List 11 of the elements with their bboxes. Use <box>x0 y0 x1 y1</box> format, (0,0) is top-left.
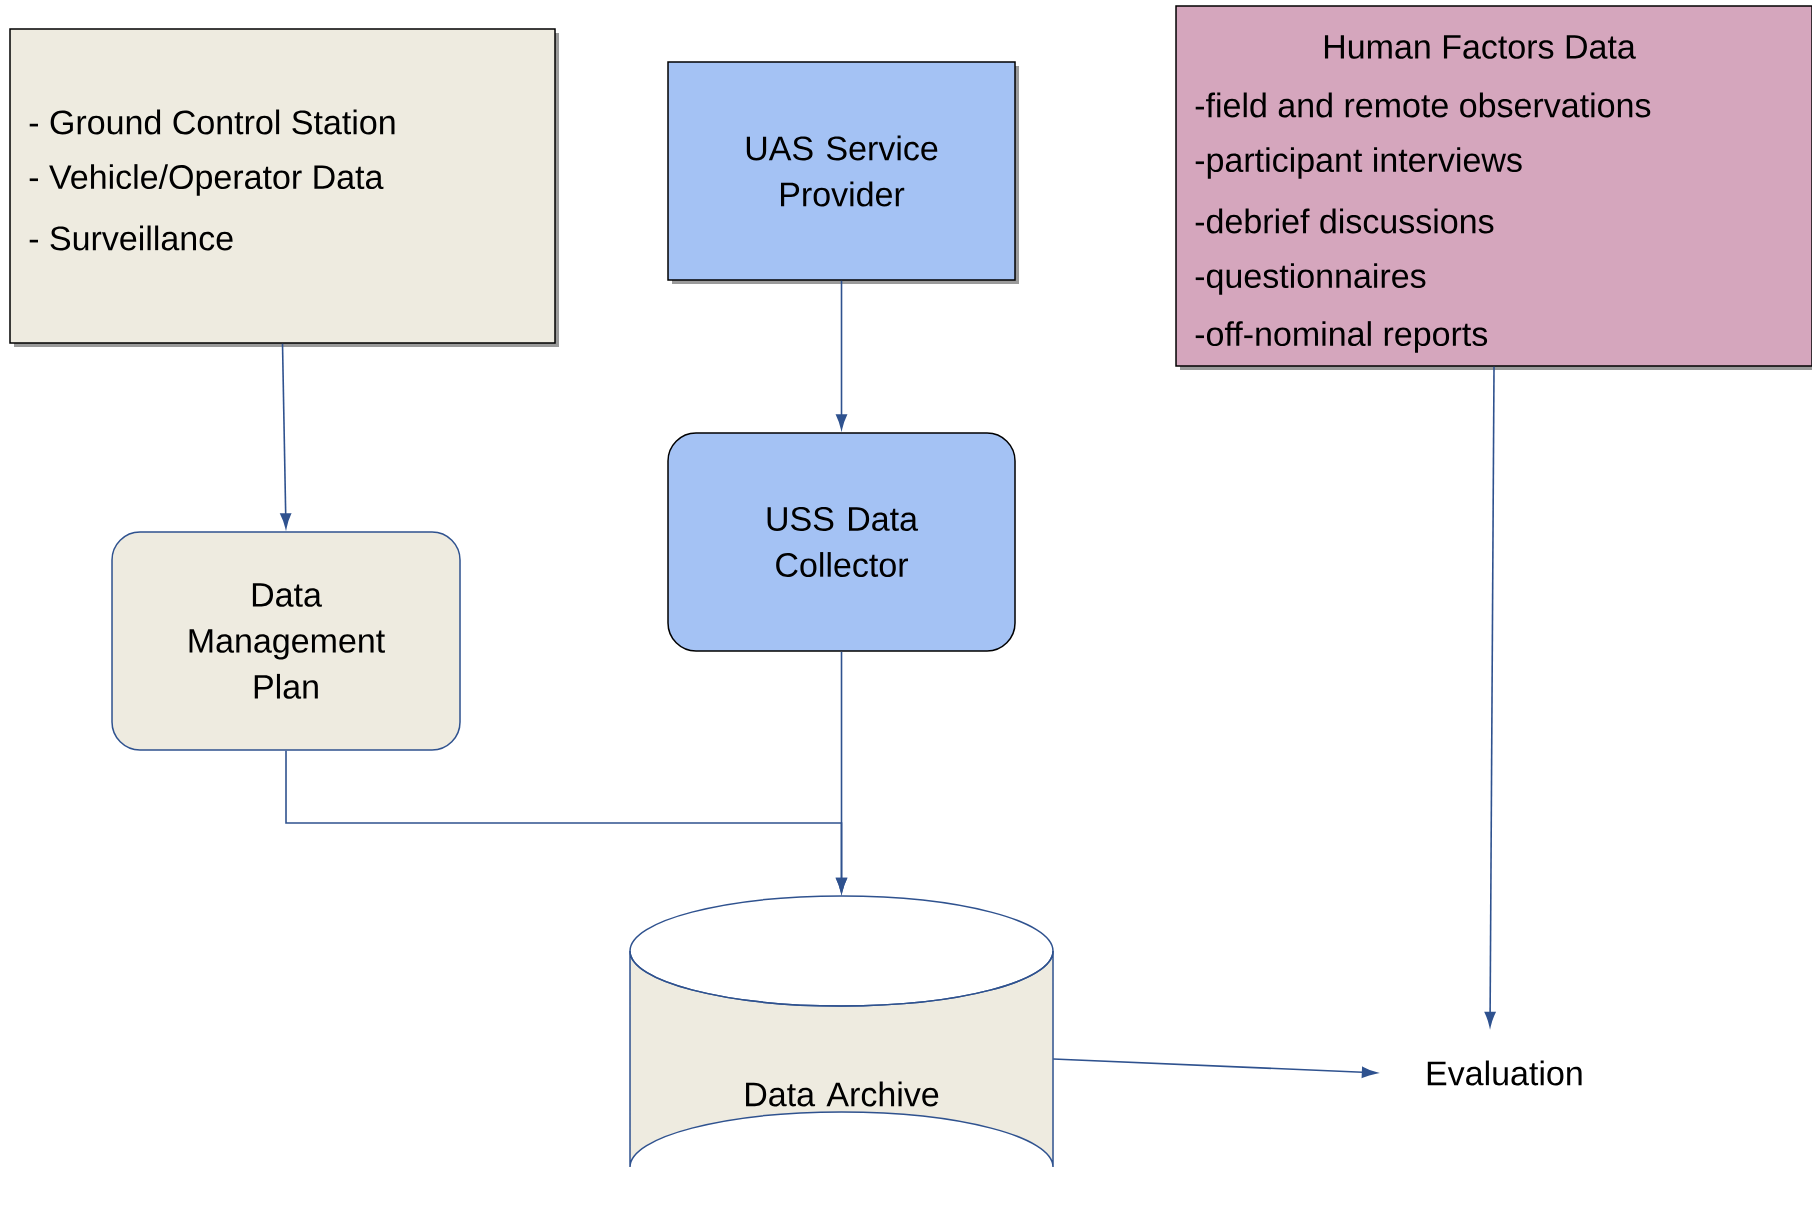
arrow <box>836 279 847 430</box>
database-cylinder: Data Archive <box>629 895 1054 1168</box>
arrow <box>1052 1058 1377 1078</box>
process-box: USS Data Collector <box>667 432 1016 652</box>
arrow <box>280 342 292 529</box>
process-box: Data Management Plan <box>111 531 461 751</box>
data-box: UAS Service Provider <box>667 61 1019 284</box>
data-box: Human Factors Data -field and remote observations -participant interviews -debrief discussions -questionnaires -off-nominal reports <box>1175 5 1812 370</box>
data-box: - Ground Control Station - Vehicle/Operator Data - Surveillance <box>9 28 559 347</box>
output-label: Evaluation <box>1427 1060 1582 1086</box>
arrow <box>1484 365 1496 1027</box>
